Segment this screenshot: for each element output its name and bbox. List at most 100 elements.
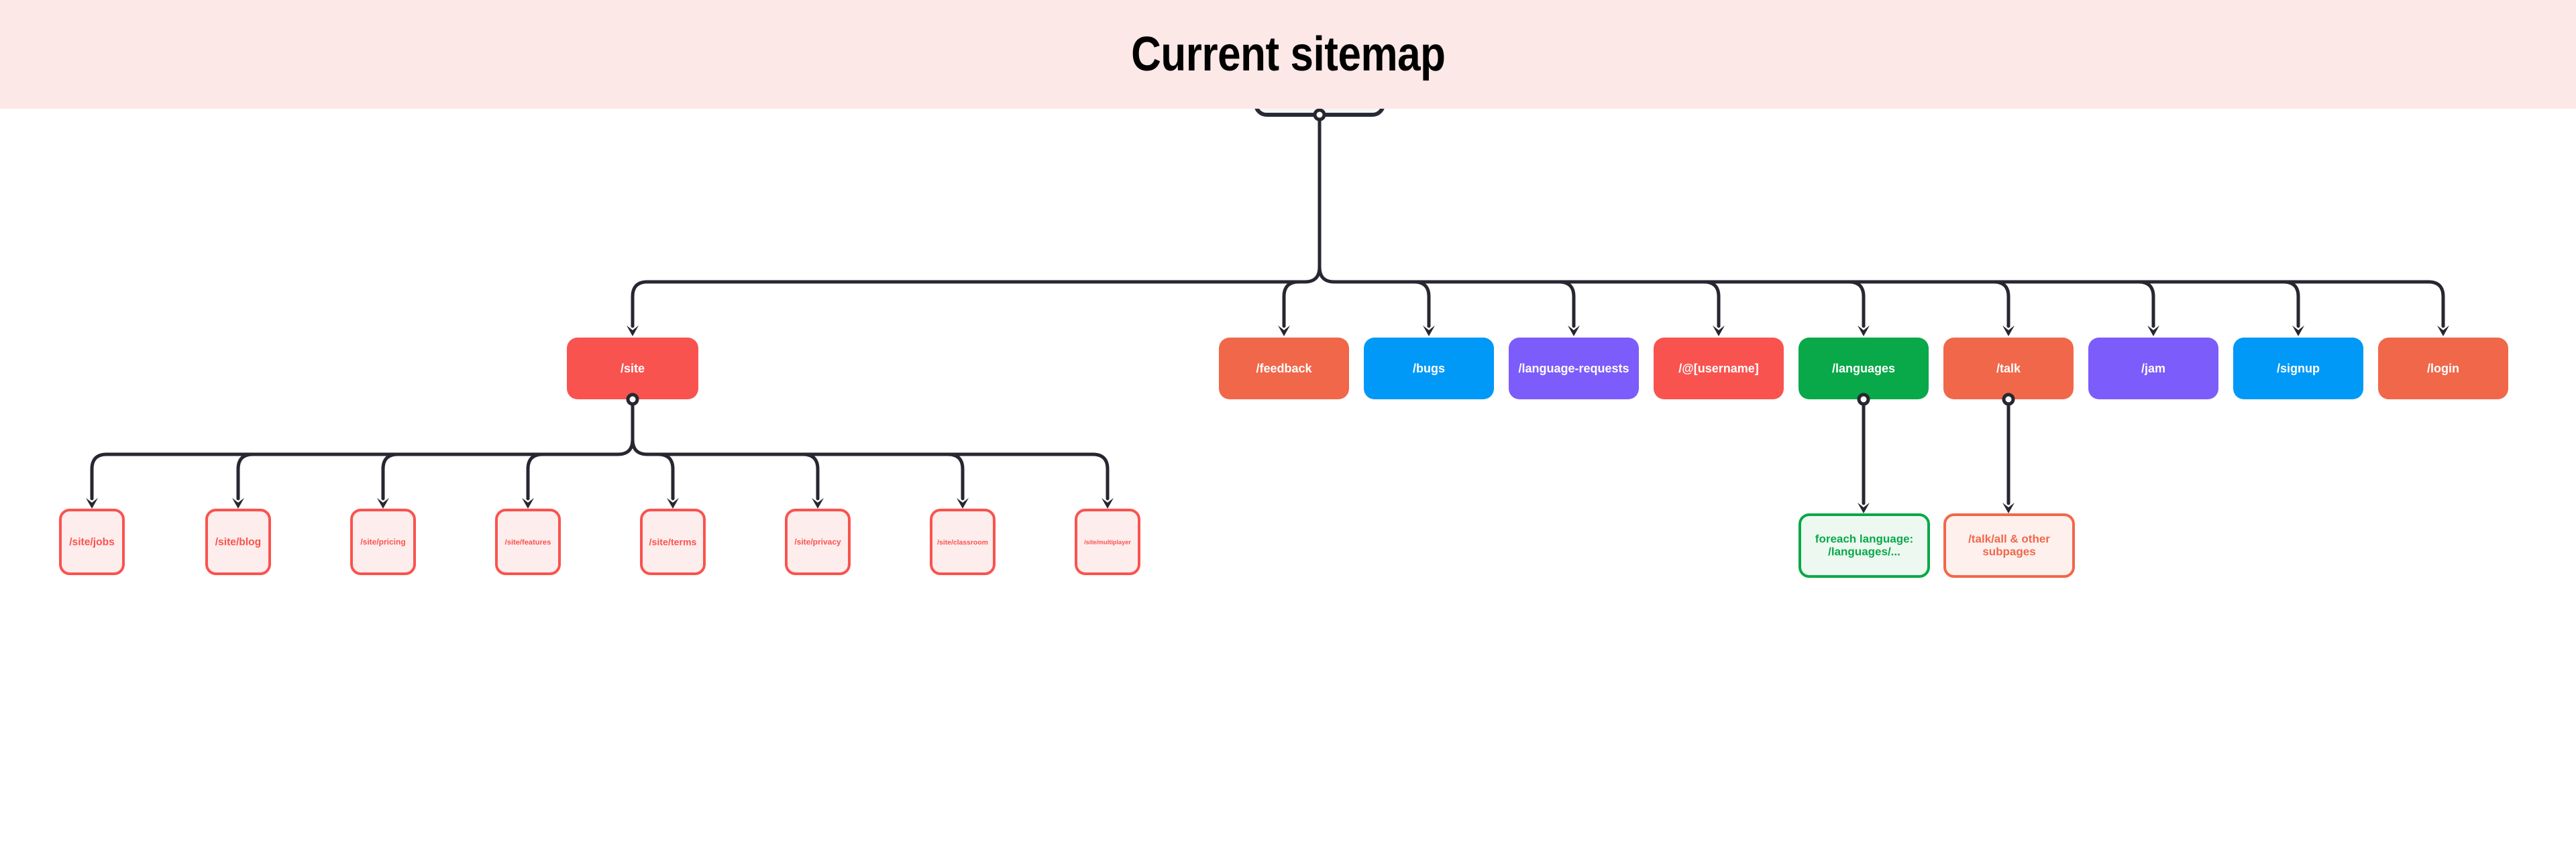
root-fanout-branch [1412, 280, 1431, 328]
root-fanout-branch [1702, 280, 1721, 328]
edge-layer [86, 113, 2449, 513]
sitemap-node-language-requests[interactable]: /language-requests [1509, 338, 1639, 399]
node-label: /site [621, 362, 645, 375]
sitemap-node-site-features[interactable]: /site/features [495, 509, 561, 575]
site-fanout-branch [236, 452, 255, 501]
edge-arrowhead [2437, 325, 2449, 336]
node-shape [495, 509, 561, 575]
sitemap-node-site-terms[interactable]: /site/terms [640, 509, 706, 575]
node-label: /languages [1832, 362, 1895, 375]
edge-arrowhead [86, 498, 98, 509]
node-shape [350, 509, 416, 575]
edge-arrowhead [667, 498, 679, 509]
node-shape [2378, 338, 2508, 399]
site-fanout-branch [1091, 452, 1110, 501]
root-fanout-branch [1282, 280, 1301, 328]
site-fanout-bus-left [105, 438, 635, 456]
sitemap-node-site-classroom[interactable]: /site/classroom [930, 509, 996, 575]
edge-arrowhead [1858, 325, 1870, 336]
node-shape [1943, 513, 2075, 578]
node-label: /@[username] [1678, 362, 1759, 375]
node-label: /talk [1996, 362, 2021, 375]
sitemap-node-site-multiplayer[interactable]: /site/multiplayer [1075, 509, 1140, 575]
node-label-line: subpages [1982, 545, 2035, 558]
node-shape [1943, 338, 2074, 399]
node-label: /jam [2141, 362, 2165, 375]
node-label-line: /talk/all & other [1968, 532, 2050, 545]
sitemap-node-site-jobs[interactable]: /site/jobs [59, 509, 125, 575]
sitemap-diagram: / /site/feedback/bugs/language-requests /@… [59, 109, 2508, 578]
edge-arrowhead [377, 498, 389, 509]
node-shape [1654, 338, 1784, 399]
root-fanout-branch [1557, 280, 1576, 328]
root-fanout-bus-left [645, 265, 1322, 284]
node-label: /site/privacy [794, 538, 841, 547]
node-connector-dot [1857, 393, 1870, 406]
root-fanout-branch [2426, 280, 2445, 328]
root-fanout-branch [631, 280, 649, 328]
site-fanout-branch [90, 452, 109, 501]
sitemap-node-site-pricing[interactable]: /site/pricing [350, 509, 416, 575]
node-label: /site/blog [215, 537, 261, 548]
node-shape [1799, 338, 1929, 399]
edge-arrowhead [1568, 325, 1580, 336]
sitemap-node-bugs[interactable]: /bugs [1364, 338, 1494, 399]
sitemap-node-talk[interactable]: /talk [1943, 338, 2074, 406]
edge-arrowhead [2292, 325, 2304, 336]
page-title: Current sitemap [1130, 28, 1446, 81]
sitemap-node-feedback[interactable]: /feedback [1219, 338, 1349, 399]
root-fanout-branch [1847, 280, 1866, 328]
node-label: /signup [2277, 362, 2320, 375]
node-label: /site/jobs [69, 537, 115, 548]
node-shape [2233, 338, 2363, 399]
sitemap-node-languages-foreach[interactable]: foreach language:/languages/... [1799, 513, 1930, 578]
edge-arrowhead [627, 325, 639, 336]
node-label: /site/features [505, 538, 551, 546]
sitemap-node-jam[interactable]: /jam [2088, 338, 2218, 399]
sitemap-node-site[interactable]: /site [567, 338, 698, 406]
edge-arrowhead [1278, 325, 1290, 336]
sitemap-node-languages[interactable]: /languages [1799, 338, 1929, 406]
node-shape [785, 509, 851, 575]
header-band: Current sitemap [0, 0, 2576, 109]
edge-arrowhead [812, 498, 824, 509]
root-fanout-branch [1992, 280, 2010, 328]
node-connector-dot [2002, 393, 2015, 406]
node-label: /bugs [1413, 362, 1445, 375]
site-fanout-branch [381, 452, 400, 501]
node-label: /site/multiplayer [1084, 539, 1131, 546]
sitemap-node-site-blog[interactable]: /site/blog [205, 509, 271, 575]
node-shape [59, 509, 125, 575]
node-shape [205, 509, 271, 575]
site-fanout-branch [801, 452, 820, 501]
node-label-line: /languages/... [1828, 545, 1900, 558]
edge-arrowhead [1102, 498, 1114, 509]
node-label: /site/pricing [360, 538, 405, 547]
root-fanout-branch [2282, 280, 2300, 328]
site-fanout-branch [656, 452, 675, 501]
sitemap-canvas: / /site/feedback/bugs/language-requests /@… [0, 109, 2576, 859]
sitemap-node-login[interactable]: /login [2378, 338, 2508, 399]
edge-arrowhead [957, 498, 969, 509]
edge-arrowhead [232, 498, 244, 509]
node-label: /login [2427, 362, 2459, 375]
edge-arrowhead [2147, 325, 2159, 336]
edge-arrowhead [2002, 503, 2015, 513]
site-fanout-branch [946, 452, 965, 501]
node-connector-dot [1313, 109, 1326, 121]
sitemap-node-signup[interactable]: /signup [2233, 338, 2363, 399]
sitemap-node-site-privacy[interactable]: /site/privacy [785, 509, 851, 575]
node-label: /site/classroom [937, 539, 988, 546]
root-fanout-branch [2137, 280, 2155, 328]
node-label-line: foreach language: [1815, 532, 1913, 545]
sitemap-node-root[interactable]: / [1254, 109, 1385, 121]
node-label: /site/terms [649, 537, 697, 548]
root-fanout-bus-right [1318, 265, 2430, 284]
node-layer: / /site/feedback/bugs/language-requests /@… [59, 109, 2508, 578]
site-fanout-bus-right [631, 438, 1095, 456]
node-label: /feedback [1256, 362, 1312, 375]
sitemap-node-username[interactable]: /@[username] [1654, 338, 1784, 399]
node-shape [1075, 509, 1140, 575]
node-shape [1364, 338, 1494, 399]
